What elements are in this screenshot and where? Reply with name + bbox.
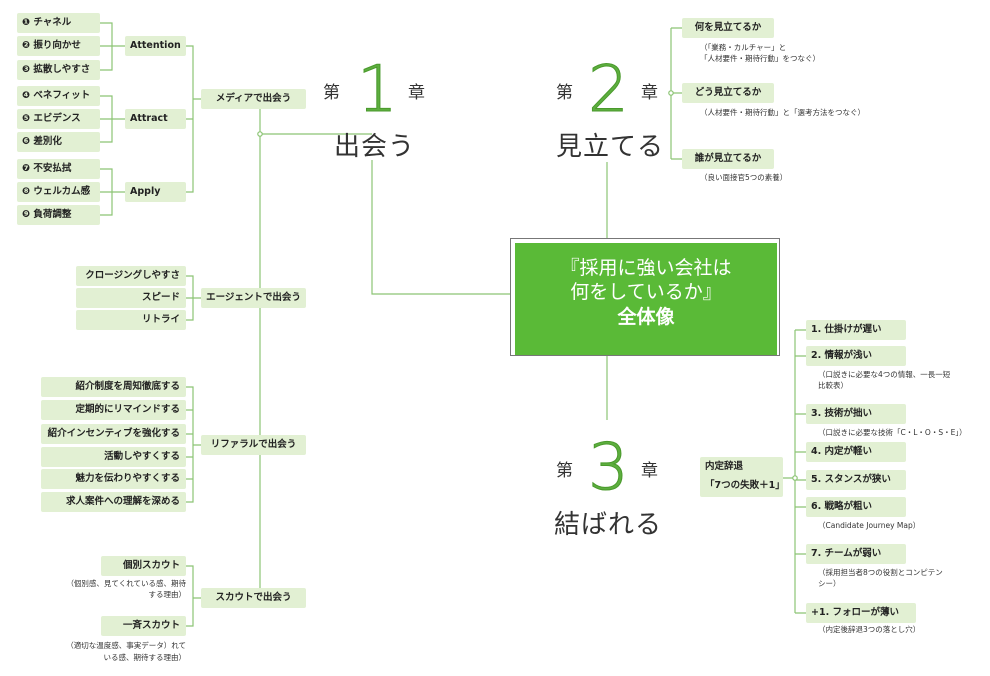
ch2-item-what-note1: （「業務・カルチャー」と (700, 43, 787, 52)
agent-channel-label: エージェントで出会う (201, 288, 306, 308)
media-item: ❽ ウェルカム感 (17, 182, 100, 202)
referral-channel-label: リファラルで出会う (201, 435, 306, 455)
media-channel-label: メディアで出会う (201, 89, 306, 109)
ch3-item: 2. 情報が浅い (806, 346, 906, 366)
ch3-hub-line2: 「7つの失敗＋1」 (705, 480, 785, 491)
ch3-item: 1. 仕掛けが遅い (806, 320, 906, 340)
scout-mass-note2: いる感、期待する理由） (103, 653, 187, 662)
chapter2-number: 2 (588, 53, 630, 127)
ch3-item-note: シー） (818, 579, 841, 588)
media-item: ❼ 不安払拭 (17, 159, 100, 179)
referral-item: 魅力を伝わりやすくする (41, 469, 186, 489)
ch3-item-note: 比較表） (818, 381, 848, 390)
media-item: ❺ エビデンス (17, 109, 100, 129)
chapter3-dai: 第 (556, 461, 573, 481)
media-item: ❷ 振り向かせ (17, 36, 100, 56)
scout-mass: 一斉スカウト (101, 616, 186, 636)
scout-individual-note1: （個別感、見てくれている感、期待 (66, 579, 186, 588)
ch3-item-note: （採用担当者8つの役割とコンピテン (818, 568, 943, 577)
media-item: ❶ チャネル (17, 13, 100, 33)
ch3-item: 5. スタンスが狭い (806, 470, 906, 490)
referral-item: 求人案件への理解を深める (41, 492, 186, 512)
chapter3-title: 結ばれる (554, 510, 663, 540)
chapter2-dai: 第 (556, 83, 573, 103)
agent-item: スピード (76, 288, 186, 308)
chapter2-title: 見立てる (556, 132, 665, 162)
media-item: ❹ ベネフィット (17, 86, 100, 106)
referral-item: 紹介インセンティブを強化する (41, 424, 186, 444)
media-item: ❾ 負荷調整 (17, 205, 100, 225)
referral-item: 活動しやすくする (41, 447, 186, 467)
group-attract: Attract (125, 109, 186, 129)
ch2-item-how-note: （人材要件・期待行動」と「選考方法をつなぐ） (700, 108, 865, 117)
center-line3: 全体像 (617, 306, 675, 328)
agent-item: クロージングしやすさ (76, 266, 186, 286)
media-item: ❸ 拡散しやすさ (17, 60, 100, 80)
ch2-item-how: どう見立てるか (682, 83, 774, 103)
chapter1-title: 出会う (334, 132, 416, 162)
chapter2-sho: 章 (641, 83, 658, 103)
referral-item: 定期的にリマインドする (41, 400, 186, 420)
group-apply: Apply (125, 182, 186, 202)
ch3-item: 6. 戦略が粗い (806, 497, 906, 517)
ch3-item-note: （口説きに必要な技術「C・L・O・S・E」） (818, 428, 967, 437)
media-item: ❻ 差別化 (17, 132, 100, 152)
ch3-item: 7. チームが弱い (806, 544, 906, 564)
center-line2: 何をしているか』 (570, 281, 722, 303)
ch3-hub: 内定辞退 「7つの失敗＋1」 (700, 457, 785, 497)
center-box: 『採用に強い会社は 何をしているか』 全体像 (515, 243, 777, 355)
chapter1-sho: 章 (408, 83, 425, 103)
scout-mass-note1: （適切な温度感、事実データ）れて (66, 641, 186, 650)
ch3-item: +1. フォローが薄い (806, 603, 916, 623)
ch3-item-note: （口説きに必要な4つの情報、一長一短 (818, 370, 951, 379)
ch2-item-who: 誰が見立てるか (682, 149, 774, 169)
ch2-item-what: 何を見立てるか (682, 18, 774, 38)
ch2-item-who-note: （良い面接官5つの素養） (700, 173, 788, 182)
chapter1-number: 1 (357, 53, 399, 127)
group-attention: Attention (125, 36, 186, 56)
center-line1: 『採用に強い会社は (560, 257, 732, 279)
chapter3-sho: 章 (641, 461, 658, 481)
ch3-item: 4. 内定が軽い (806, 442, 906, 462)
agent-item: リトライ (76, 310, 186, 330)
chapter3-number: 3 (588, 431, 630, 505)
scout-individual-note2: する理由） (148, 590, 187, 599)
ch3-item: 3. 技術が拙い (806, 404, 906, 424)
ch2-item-what-note2: 「人材要件・期待行動」をつなぐ） (700, 54, 820, 63)
ch3-hub-line1: 内定辞退 (705, 461, 744, 472)
chapter1-dai: 第 (323, 83, 340, 103)
referral-item: 紹介制度を周知徹底する (41, 377, 186, 397)
ch3-item-note: （内定後辞退3つの落とし穴） (818, 625, 921, 634)
scout-individual: 個別スカウト (101, 556, 186, 576)
ch3-item-note: （Candidate Journey Map） (818, 521, 921, 530)
scout-channel-label: スカウトで出会う (201, 588, 306, 608)
